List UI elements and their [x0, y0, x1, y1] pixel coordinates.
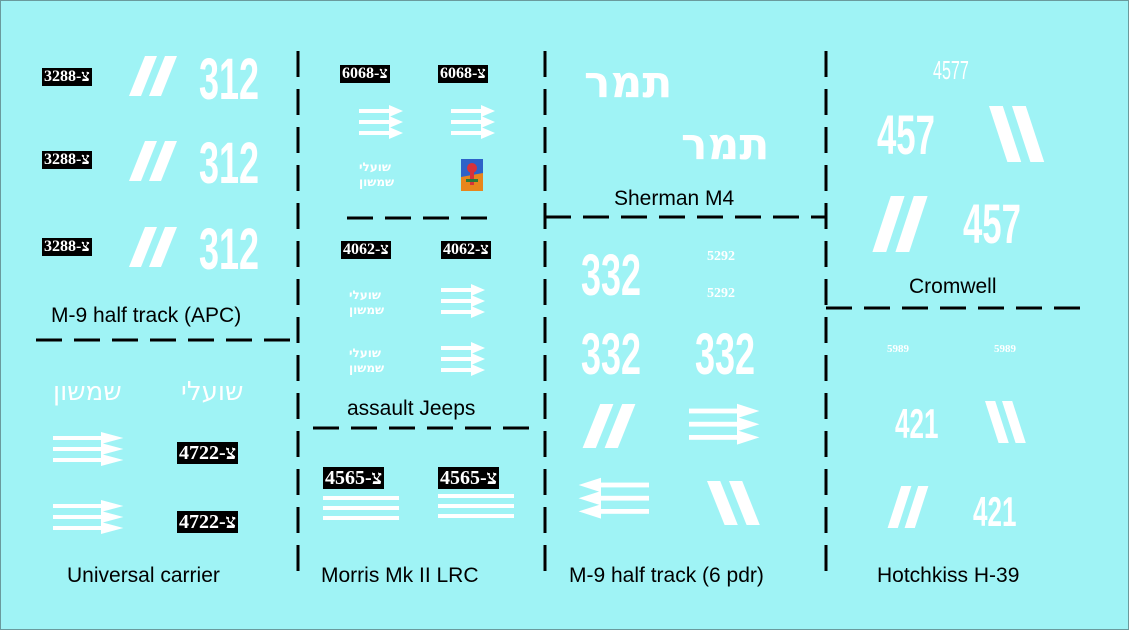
hebrew-marking: שועלי	[181, 377, 244, 407]
section-label-sherman: Sherman M4	[614, 187, 735, 210]
license-plate: 4062-צ	[341, 241, 391, 259]
section-label-m9-6pdr: M-9 half track (6 pdr)	[569, 564, 764, 587]
section-label-universal-carrier: Universal carrier	[67, 564, 220, 587]
section-label-hotchkiss: Hotchkiss H-39	[877, 564, 1020, 587]
hebrew-marking: שמשון	[359, 175, 395, 189]
section-dividers	[36, 51, 1081, 581]
hebrew-marking: שמשון	[349, 361, 385, 375]
license-plate: 4722-צ	[177, 442, 239, 464]
hebrew-marking: תמר	[584, 57, 673, 108]
license-plate: 4565-צ	[323, 467, 385, 489]
hebrew-marking: שועלי	[349, 288, 382, 302]
section-label-cromwell: Cromwell	[909, 275, 997, 298]
vehicle-number: 421	[973, 488, 1017, 535]
morris-stripes	[323, 494, 514, 520]
license-plate: 6068-צ	[340, 65, 390, 83]
vehicle-number: 457	[877, 103, 935, 166]
small-number: 4577	[933, 55, 969, 85]
small-number: 5292	[707, 249, 735, 264]
unit-emblem-icon	[461, 159, 483, 191]
small-number: 5292	[707, 286, 735, 301]
license-plate: 4722-צ	[177, 511, 239, 533]
license-plate: 4565-צ	[438, 467, 500, 489]
vehicle-number: 332	[581, 243, 642, 308]
triple-arrow-marking	[53, 432, 123, 534]
small-number: 5989	[994, 343, 1016, 355]
vehicle-number: 457	[963, 192, 1021, 255]
vehicle-number: 332	[581, 322, 642, 387]
vehicle-number: 312	[199, 131, 260, 196]
vehicle-number: 421	[895, 400, 939, 447]
hebrew-marking: שועלי	[359, 160, 392, 174]
section-label-m9-apc: M-9 half track (APC)	[51, 304, 242, 327]
double-slash-marking	[129, 56, 177, 267]
license-plate: 3288-צ	[42, 68, 92, 86]
vehicle-number: 312	[199, 217, 260, 282]
section-label-morris: Morris Mk II LRC	[321, 564, 479, 587]
hebrew-marking: שמשון	[53, 377, 122, 407]
license-plate: 4062-צ	[441, 241, 491, 259]
section-label-assault-jeeps: assault Jeeps	[347, 397, 476, 420]
hebrew-marking: שמשון	[349, 303, 385, 317]
small-number: 5989	[887, 343, 909, 355]
vehicle-number: 332	[695, 322, 756, 387]
hebrew-marking: תמר	[681, 119, 770, 170]
license-plate: 6068-צ	[438, 65, 488, 83]
hebrew-marking: שועלי	[349, 346, 382, 360]
vehicle-number: 312	[199, 47, 260, 112]
license-plate: 3288-צ	[42, 238, 92, 256]
license-plate: 3288-צ	[42, 151, 92, 169]
